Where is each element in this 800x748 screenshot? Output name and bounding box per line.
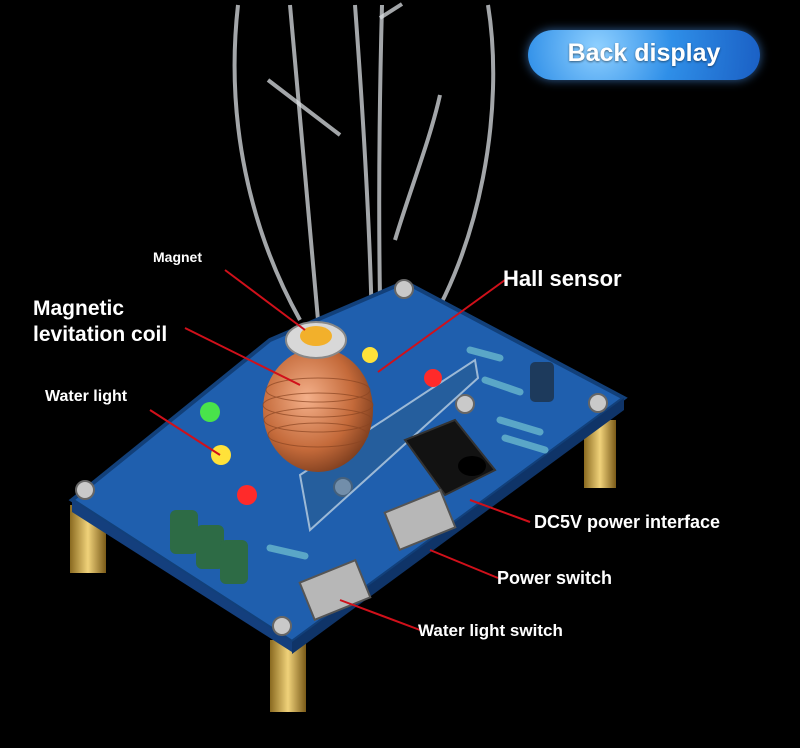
capacitors	[170, 362, 554, 584]
back-display-label: Back display	[567, 39, 721, 67]
magnet-label: Magnet	[153, 249, 202, 265]
back-display-badge: Back display	[528, 30, 760, 80]
dc5v-power-interface-label: DC5V power interface	[534, 512, 721, 532]
acrylic-strips	[232, 2, 496, 342]
hall-sensor-label: Hall sensor	[503, 266, 622, 291]
leds	[200, 347, 442, 505]
coil-label-line1: Magnetic	[33, 297, 125, 320]
coil-label-line2: levitation coil	[33, 323, 168, 346]
power-switch-label: Power switch	[497, 568, 613, 588]
water-light-label: Water light	[45, 388, 128, 405]
water-light-switch-label: Water light switch	[418, 621, 563, 640]
pointer-lines	[149, 269, 531, 631]
